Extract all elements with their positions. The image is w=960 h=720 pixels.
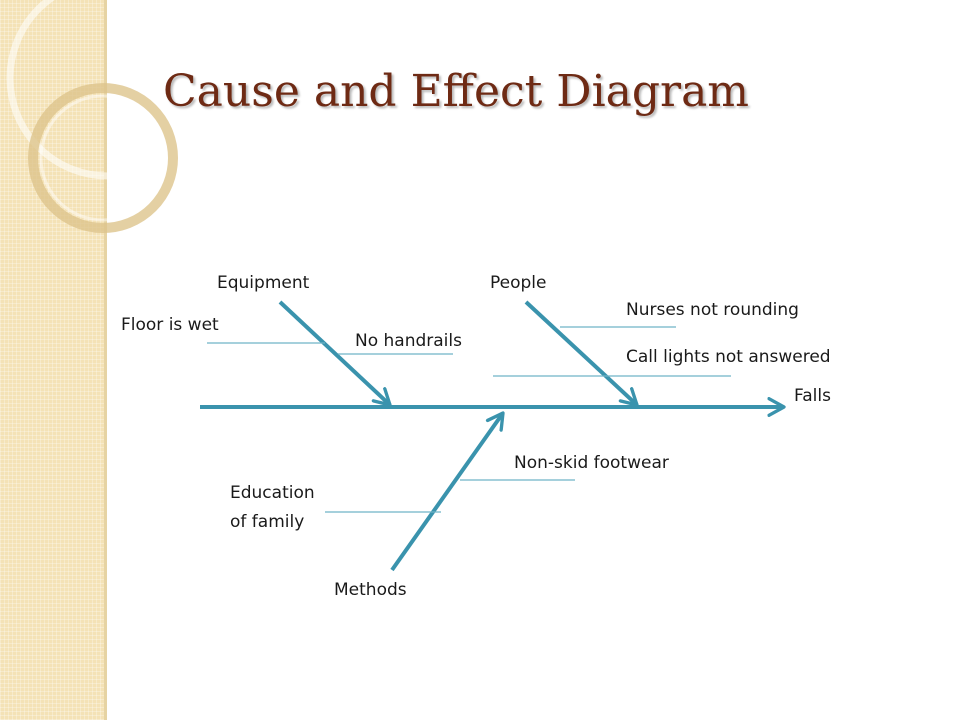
cause-label-education-line2: of family [230, 512, 305, 532]
deco-circle-large [6, 0, 200, 180]
deco-circle-small [28, 83, 178, 233]
cause-label-non-skid-footwear: Non-skid footwear [514, 453, 669, 473]
cause-label-call-lights: Call lights not answered [626, 347, 831, 367]
people-bone [524, 300, 639, 407]
category-label-equipment: Equipment [217, 273, 310, 293]
category-label-people: People [490, 273, 547, 293]
cause-label-nurses-not-rounding: Nurses not rounding [626, 300, 799, 320]
decorative-circles [6, 0, 200, 233]
cause-label-no-handrails: No handrails [355, 331, 462, 351]
category-label-methods: Methods [334, 580, 407, 600]
cause-label-education-line1: Education [230, 483, 315, 503]
slide-title: Cause and Effect Diagram [163, 66, 750, 117]
band-edge [104, 0, 107, 720]
effect-label: Falls [794, 386, 831, 406]
methods-bone [390, 411, 505, 572]
equipment-bone [278, 300, 392, 407]
cause-label-floor-is-wet: Floor is wet [121, 315, 219, 335]
deco-circle-small-inner [39, 94, 167, 222]
